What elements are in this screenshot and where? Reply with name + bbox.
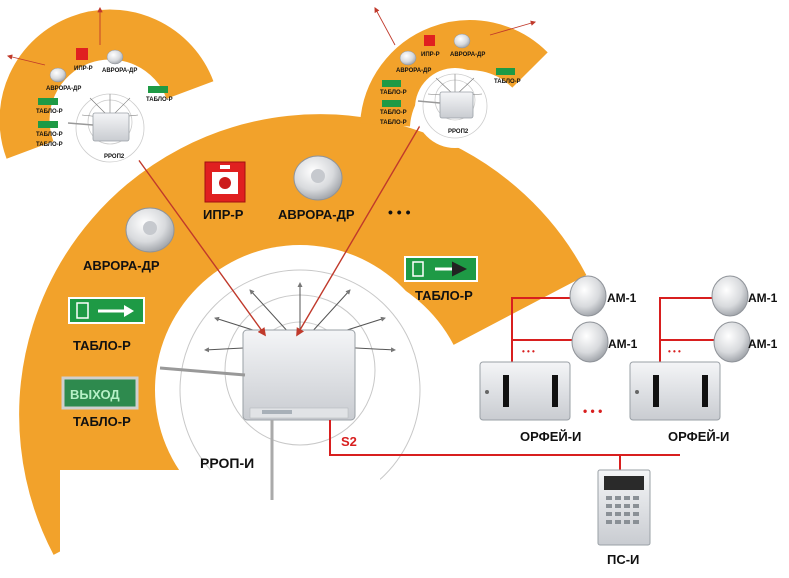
siren-icon xyxy=(569,275,607,317)
main-lower-white xyxy=(60,470,380,578)
orfei-module-1 xyxy=(479,361,571,421)
wiring xyxy=(329,297,716,470)
am1-d-label: АМ-1 xyxy=(748,337,778,351)
mini-left-avrora2-label: АВРОРА-ДР xyxy=(102,68,137,74)
exit-sign-text: ВЫХОД xyxy=(70,387,120,402)
exit-sign-icon xyxy=(404,256,478,282)
radio-link-left xyxy=(122,140,266,337)
s2-label: S2 xyxy=(341,434,357,449)
exit-sign-icon xyxy=(68,297,145,324)
mini-left-arc xyxy=(0,9,214,159)
orfei-module-2 xyxy=(629,361,721,421)
smoke-detector-icon xyxy=(293,155,343,201)
am1-c-label: АМ-1 xyxy=(748,291,778,305)
dots-orfei2: • • • xyxy=(668,347,681,356)
mini-left-avrora-label: АВРОРА-ДР xyxy=(46,86,81,92)
mini-right-avrora-label: АВРОРА-ДР xyxy=(396,68,431,74)
mini-right-avrora2-label: АВРОРА-ДР xyxy=(450,52,485,58)
exit-sign-text-icon: ВЫХОД xyxy=(61,376,139,410)
orfei1-label: ОРФЕЙ-И xyxy=(520,429,581,444)
dots-between-orfei: • • • xyxy=(583,404,602,418)
dots-top: • • • xyxy=(388,204,411,220)
am1-a-label: АМ-1 xyxy=(607,291,637,305)
mini-left-tablo1-label: ТАБЛО-Р xyxy=(36,109,63,115)
mini-left-tablo3-label: ТАБЛО-Р xyxy=(146,97,173,103)
siren-icon xyxy=(711,275,749,317)
mini-right-tablo3-label: ТАБЛО-Р xyxy=(494,79,521,85)
tablo-left1-label: ТАБЛО-Р xyxy=(73,338,131,353)
mini-right-tablo2-label: ТАБЛО-Р xyxy=(380,110,407,116)
rrop-main-device xyxy=(159,329,356,500)
mini-left-tablo2-label: ТАБЛО-Р xyxy=(36,132,63,138)
ps-panel-device xyxy=(597,469,651,546)
mini-right-rrop-label: РРОП2 xyxy=(448,129,469,135)
mini-right-ipr-label: ИПР-Р xyxy=(421,52,440,58)
smoke-detector-icon xyxy=(125,207,175,253)
tablo-left2-label: ТАБЛО-Р xyxy=(73,414,131,429)
radio-link-right xyxy=(296,104,436,337)
ps-label: ПС-И xyxy=(607,552,639,567)
mini-left-tablo4-label: ТАБЛО-Р xyxy=(36,142,63,148)
ipr-label: ИПР-Р xyxy=(203,207,244,222)
avrora-left-label: АВРОРА-ДР xyxy=(83,258,160,273)
mini-hub-right xyxy=(360,7,548,148)
mini-right-tablo4-label: ТАБЛО-Р xyxy=(380,120,407,126)
siren-icon xyxy=(571,321,609,363)
rrop-main-label: РРОП-И xyxy=(200,455,254,471)
ipr-call-point-icon xyxy=(204,161,246,203)
mini-left-ipr-label: ИПР-Р xyxy=(74,66,93,72)
rrop-main-antenna xyxy=(159,366,246,377)
mini-hub-left xyxy=(0,6,214,172)
avrora-top-label: АВРОРА-ДР xyxy=(278,207,355,222)
siren-icon xyxy=(713,321,751,363)
tablo-right-label: ТАБЛО-Р xyxy=(415,288,473,303)
mini-left-rrop-label: РРОП2 xyxy=(104,154,125,160)
dots-orfei1: • • • xyxy=(522,347,535,356)
am1-b-label: АМ-1 xyxy=(608,337,638,351)
mini-right-arc xyxy=(360,20,548,128)
orfei2-label: ОРФЕЙ-И xyxy=(668,429,729,444)
mini-right-tablo1-label: ТАБЛО-Р xyxy=(380,90,407,96)
